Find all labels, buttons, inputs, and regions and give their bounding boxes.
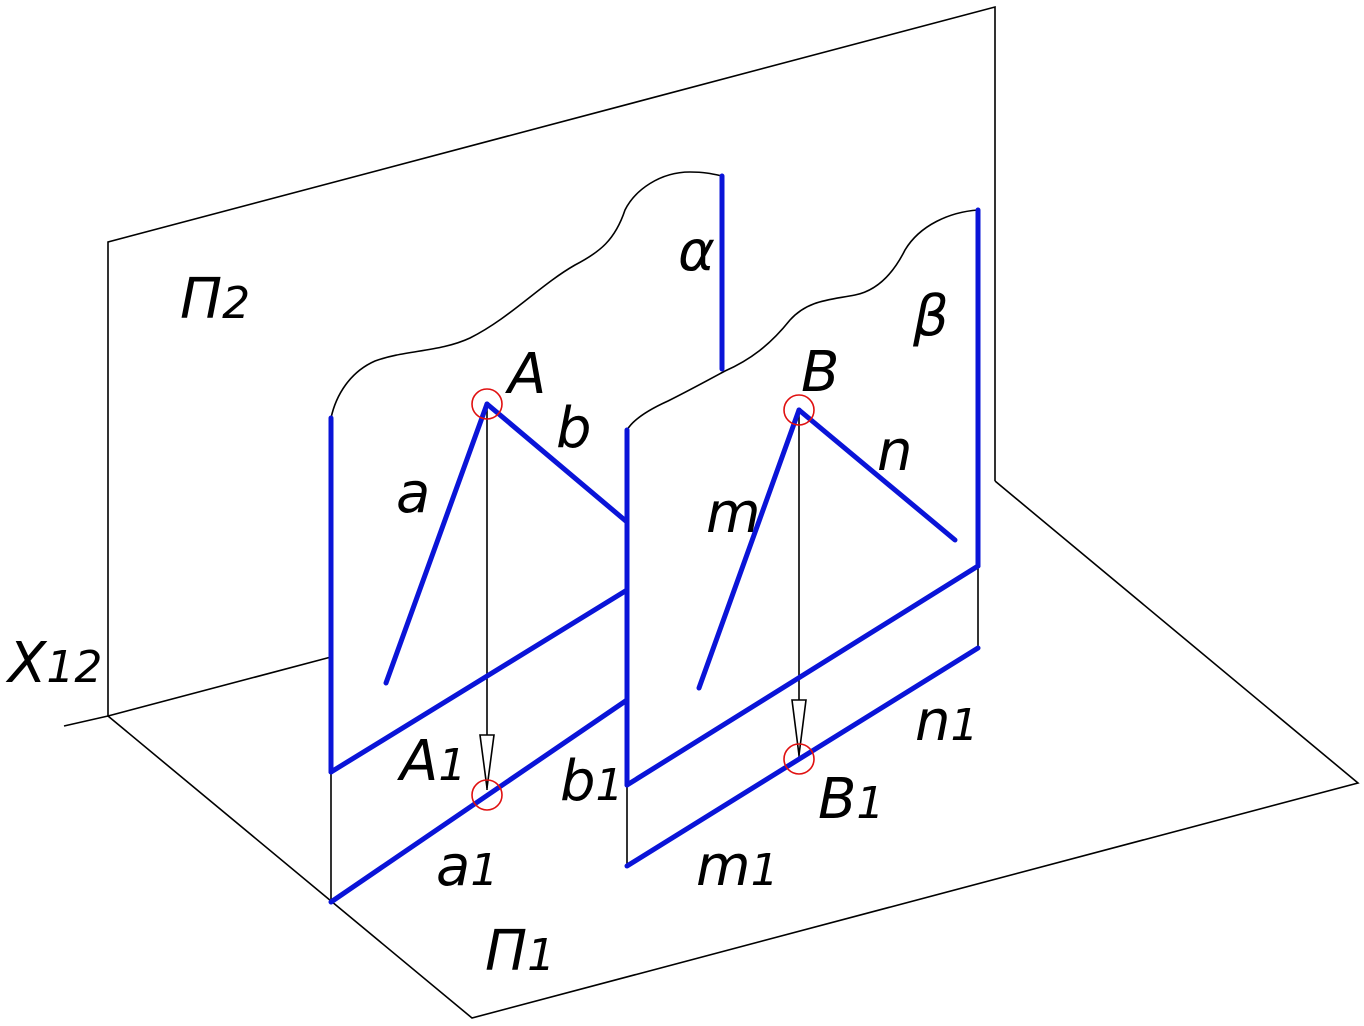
label-alpha: α	[678, 219, 715, 284]
point-B1-marker	[783, 743, 815, 775]
alpha-bottom-trace	[328, 587, 630, 775]
label-point-B: B	[801, 340, 839, 405]
line-n	[796, 407, 958, 543]
label-point-A1: A1	[397, 729, 466, 794]
horizontal-plane-outline	[107, 480, 1360, 1019]
label-line-n1: n1	[915, 689, 979, 754]
arrow-B	[791, 699, 807, 756]
label-line-a: a	[396, 461, 430, 526]
point-A1-marker	[471, 779, 503, 811]
beta-bottom-trace	[624, 563, 981, 788]
x12-axis-stub	[63, 715, 109, 727]
line-m	[696, 407, 802, 691]
label-beta: β	[912, 284, 949, 349]
label-frontal-plane: П2	[180, 267, 250, 332]
frontal-base-left	[107, 656, 332, 717]
line-a1-b1	[328, 697, 630, 905]
line-a	[383, 401, 490, 686]
label-x12-axis: X12	[5, 631, 102, 696]
label-line-m: m	[706, 481, 761, 546]
label-line-b: b	[556, 396, 592, 461]
label-point-B1: B1	[818, 767, 884, 832]
label-point-A: A	[505, 342, 546, 407]
line-m1-n1	[624, 645, 981, 869]
label-horizontal-plane: П1	[485, 919, 555, 984]
arrow-A	[479, 734, 495, 789]
point-B-marker	[783, 394, 815, 426]
line-b	[484, 401, 630, 525]
label-line-a1: a1	[436, 834, 498, 899]
label-line-b1: b1	[560, 749, 624, 814]
label-line-m1: m1	[696, 834, 779, 899]
plane-alpha-wavy-edge	[330, 171, 723, 419]
point-A-marker	[471, 388, 503, 420]
frontal-plane-outline	[107, 5, 996, 716]
label-line-n: n	[877, 419, 913, 484]
plane-beta-wavy-edge	[626, 209, 979, 431]
